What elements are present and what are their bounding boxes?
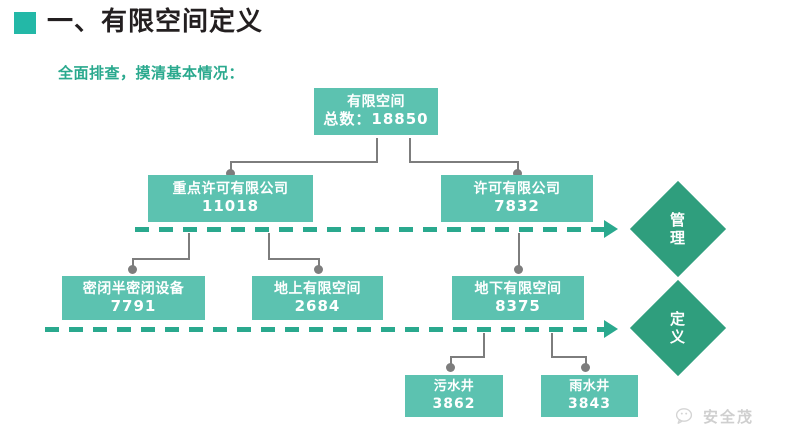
heading-bullet-square: [14, 12, 36, 34]
edge-below-to-sewage-v: [450, 356, 452, 367]
node-licensed-company[interactable]: 许可有限公司 7832: [441, 175, 593, 222]
edge-below-to-sewage-h: [450, 356, 485, 358]
node-key-company[interactable]: 重点许可有限公司 11018: [148, 175, 313, 222]
edge-dot-below: [514, 265, 523, 274]
node-key-company-value: 11018: [201, 197, 260, 216]
node-enclosed-equipment-value: 7791: [110, 296, 157, 315]
band-arrow-manage-line: [135, 227, 612, 232]
edge-key-co-to-above-v: [318, 258, 320, 270]
node-root[interactable]: 有限空间 总数：18850: [314, 88, 438, 135]
node-rain-well-label: 雨水井: [569, 378, 610, 394]
band-define-line1: 定: [669, 310, 686, 328]
node-root-value: 总数：18850: [323, 110, 429, 129]
node-below-ground-value: 8375: [495, 296, 541, 315]
edge-below-stem-left: [483, 333, 485, 358]
node-licensed-company-label: 许可有限公司: [473, 181, 561, 198]
edge-key-co-to-enclosed-v: [132, 258, 134, 270]
band-manage-line2: 理: [669, 229, 686, 247]
edge-key-co-stem-left: [188, 233, 190, 260]
edge-lic-co-to-below-v: [518, 233, 520, 270]
node-below-ground-label: 地下有限空间: [474, 280, 562, 297]
node-enclosed-equipment[interactable]: 密闭半密闭设备 7791: [62, 276, 205, 320]
edge-root-stem: [376, 138, 378, 163]
band-diamond-manage-label: 管 理: [648, 211, 708, 247]
node-below-ground[interactable]: 地下有限空间 8375: [452, 276, 584, 320]
band-arrow-define-line: [45, 327, 612, 332]
node-key-company-label: 重点许可有限公司: [172, 181, 289, 198]
node-rain-well-value: 3843: [568, 395, 611, 412]
edge-dot-enclosed: [128, 265, 137, 274]
node-sewage-well-value: 3862: [432, 395, 476, 412]
edge-below-to-rain-v: [585, 356, 587, 367]
band-arrow-manage-head: [604, 220, 618, 238]
band-diamond-define-label: 定 义: [648, 310, 708, 346]
edge-dot-sewage: [446, 363, 455, 372]
node-sewage-well[interactable]: 污水井 3862: [405, 375, 503, 417]
edge-root-stem-right: [409, 138, 411, 163]
edge-root-to-key-co-h: [230, 161, 378, 163]
edge-dot-key-co: [226, 169, 235, 178]
edge-below-stem-right: [551, 333, 553, 358]
edge-below-to-rain-h: [551, 356, 587, 358]
edge-dot-rain: [581, 363, 590, 372]
node-root-label: 有限空间: [347, 94, 405, 111]
edge-key-co-to-enclosed-h: [132, 258, 190, 260]
page-title: 一、有限空间定义: [47, 7, 264, 37]
watermark: 安全茂: [676, 406, 754, 427]
watermark-text: 安全茂: [703, 408, 755, 426]
node-above-ground[interactable]: 地上有限空间 2684: [252, 276, 383, 320]
band-define-line2: 义: [669, 328, 686, 346]
node-enclosed-equipment-label: 密闭半密闭设备: [82, 280, 185, 297]
edge-root-to-key-co-v: [230, 161, 232, 174]
node-sewage-well-label: 污水井: [433, 378, 475, 394]
node-licensed-company-value: 7832: [494, 197, 540, 216]
wechat-icon: [676, 407, 698, 426]
band-manage-line1: 管: [669, 211, 686, 229]
edge-root-to-lic-co-h: [409, 161, 519, 163]
node-rain-well[interactable]: 雨水井 3843: [541, 375, 638, 417]
edge-key-co-stem-right: [268, 233, 270, 260]
edge-dot-lic-co: [513, 169, 522, 178]
node-above-ground-value: 2684: [294, 296, 341, 315]
band-arrow-define-head: [604, 320, 618, 338]
node-above-ground-label: 地上有限空间: [274, 280, 361, 297]
subtitle: 全面排查，摸清基本情况：: [58, 64, 245, 82]
edge-key-co-to-above-h: [268, 258, 320, 260]
edge-dot-above: [314, 265, 323, 274]
edge-root-to-lic-co-v: [517, 161, 519, 174]
